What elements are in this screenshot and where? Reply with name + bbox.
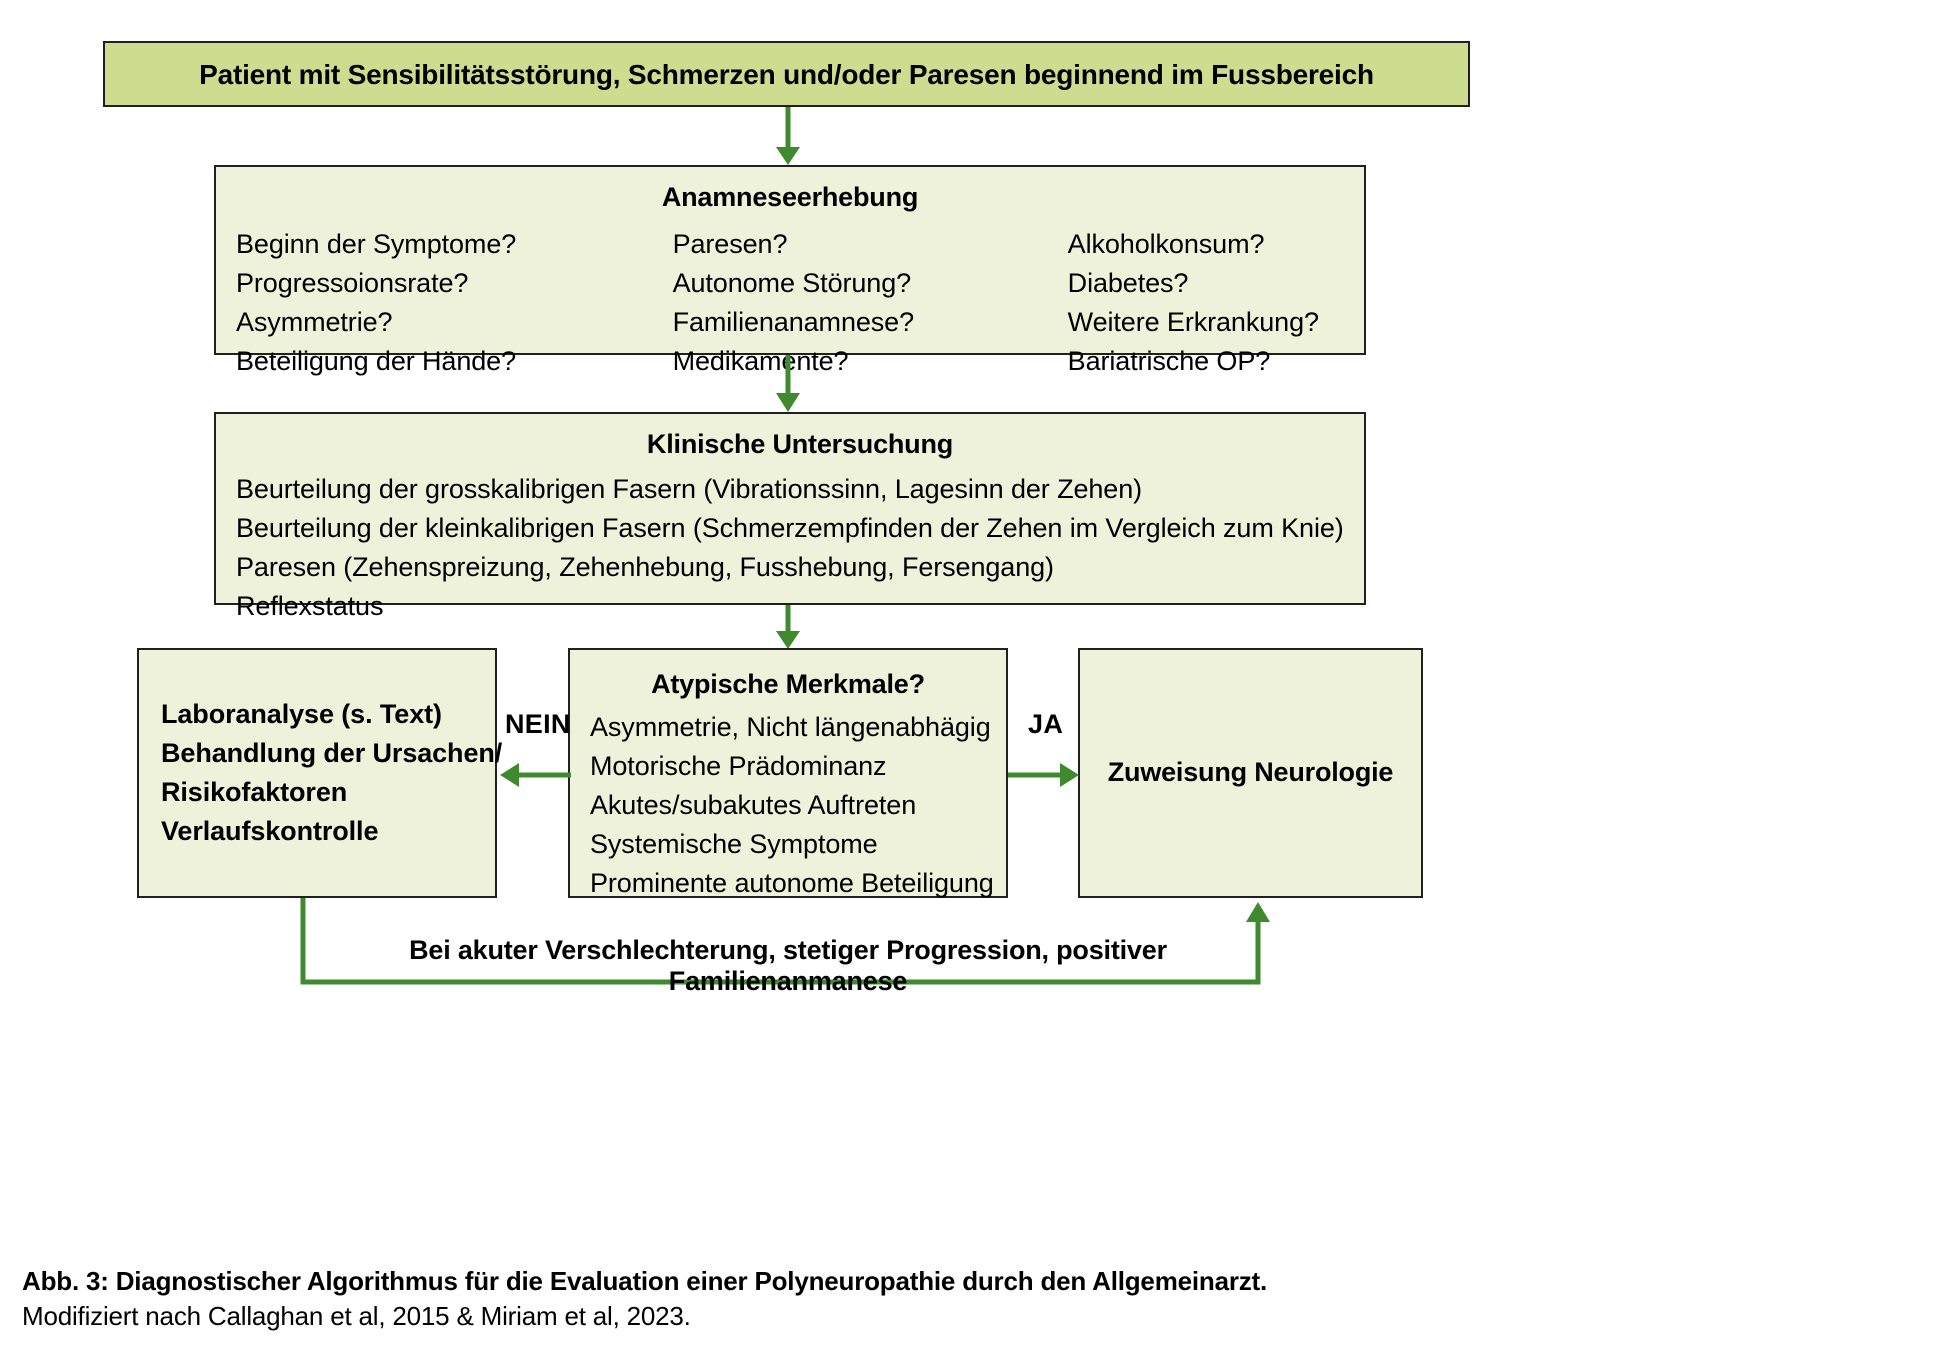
node-clinical-exam: Klinische Untersuchung Beurteilung der g… bbox=[214, 412, 1366, 621]
anamnesis-item: Beteiligung der Hände? bbox=[236, 346, 517, 377]
node-atypical-features-title: Atypische Merkmale? bbox=[651, 669, 925, 699]
anamnesis-columns: Beginn der Symptome? Progressoionsrate? … bbox=[216, 225, 1364, 382]
lab-analysis-item: Laboranalyse (s. Text) bbox=[161, 698, 442, 729]
node-lab-analysis: Laboranalyse (s. Text) Behandlung der Ur… bbox=[137, 648, 503, 898]
clinical-exam-item: Paresen (Zehenspreizung, Zehenhebung, Fu… bbox=[236, 552, 1054, 583]
figure-caption-title: Abb. 3: Diagnostischer Algorithmus für d… bbox=[22, 1266, 1268, 1296]
anamnesis-item: Autonome Störung? bbox=[672, 267, 912, 298]
anamnesis-item: Diabetes? bbox=[1067, 267, 1189, 298]
atypical-features-lines: Asymmetrie, Nicht längenabhägig Motorisc… bbox=[570, 708, 1006, 904]
anamnesis-item: Beginn der Symptome? bbox=[236, 228, 517, 259]
anamnesis-item: Asymmetrie? bbox=[236, 307, 393, 338]
anamnesis-item: Progressoionsrate? bbox=[236, 267, 469, 298]
atypical-feature-item: Asymmetrie, Nicht längenabhägig bbox=[590, 711, 991, 742]
lab-analysis-item: Verlaufskontrolle bbox=[161, 816, 379, 847]
node-neurology-referral: Zuweisung Neurologie bbox=[1078, 648, 1423, 898]
arrow-up-icon bbox=[300, 898, 1270, 985]
node-anamnesis: Anamneseerhebung Beginn der Symptome? Pr… bbox=[214, 165, 1366, 376]
node-neurology-referral-title: Zuweisung Neurologie bbox=[1107, 757, 1394, 788]
clinical-exam-lines: Beurteilung der grosskalibrigen Fasern (… bbox=[236, 470, 1364, 627]
lab-analysis-item: Behandlung der Ursachen/ bbox=[161, 737, 503, 768]
figure-caption-source: Modifiziert nach Callaghan et al, 2015 &… bbox=[22, 1301, 691, 1332]
clinical-exam-item: Beurteilung der kleinkalibrigen Fasern (… bbox=[236, 512, 1344, 543]
arrow-right-icon bbox=[1008, 763, 1079, 787]
anamnesis-column-1: Beginn der Symptome? Progressoionsrate? … bbox=[236, 225, 673, 382]
anamnesis-item: Paresen? bbox=[672, 228, 788, 259]
node-patient-presentation: Patient mit Sensibilitätsstörung, Schmer… bbox=[103, 41, 1470, 107]
arrow-down-icon bbox=[776, 107, 800, 165]
branch-label-no: NEIN bbox=[505, 709, 571, 739]
node-atypical-features: Atypische Merkmale? Asymmetrie, Nicht lä… bbox=[568, 648, 1008, 898]
feedback-loop-label: Bei akuter Verschlechterung, stetiger Pr… bbox=[409, 935, 1167, 996]
atypical-feature-item: Akutes/subakutes Auftreten bbox=[590, 790, 917, 821]
anamnesis-item: Familienanamnese? bbox=[672, 307, 915, 338]
lab-analysis-item: Risikofaktoren bbox=[161, 777, 348, 807]
anamnesis-item: Medikamente? bbox=[672, 346, 849, 377]
branch-label-yes: JA bbox=[1028, 709, 1064, 739]
atypical-feature-item: Prominente autonome Beteiligung bbox=[590, 868, 994, 899]
node-patient-presentation-title: Patient mit Sensibilitätsstörung, Schmer… bbox=[199, 58, 1374, 90]
arrow-down-icon bbox=[776, 355, 800, 412]
atypical-feature-item: Motorische Prädominanz bbox=[590, 750, 887, 781]
anamnesis-item: Weitere Erkrankung? bbox=[1067, 307, 1319, 338]
clinical-exam-item: Beurteilung der grosskalibrigen Fasern (… bbox=[236, 473, 1143, 504]
anamnesis-column-3: Alkoholkonsum? Diabetes? Weitere Erkrank… bbox=[1068, 225, 1364, 382]
anamnesis-item: Alkoholkonsum? bbox=[1067, 228, 1265, 259]
arrow-left-icon bbox=[500, 763, 571, 787]
atypical-feature-item: Systemische Symptome bbox=[590, 829, 878, 860]
arrow-down-icon bbox=[776, 605, 800, 649]
clinical-exam-item: Reflexstatus bbox=[236, 591, 384, 622]
node-anamnesis-title: Anamneseerhebung bbox=[661, 182, 919, 212]
figure-caption: Abb. 3: Diagnostischer Algorithmus für d… bbox=[22, 1264, 1922, 1334]
anamnesis-column-2: Paresen? Autonome Störung? Familienanamn… bbox=[673, 225, 1068, 382]
node-clinical-exam-title: Klinische Untersuchung bbox=[646, 429, 954, 459]
anamnesis-item: Bariatrische OP? bbox=[1067, 346, 1271, 377]
